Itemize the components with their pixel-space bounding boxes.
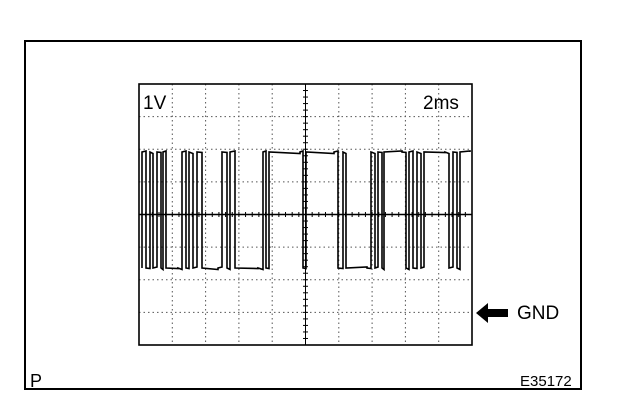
volts-per-div-label: 1V (143, 93, 167, 114)
time-per-div-label: 2ms (423, 93, 459, 114)
figure-frame (24, 40, 582, 390)
signal-waveform (141, 149, 471, 272)
arrow-left-icon (476, 303, 508, 323)
figure-code: E35172 (520, 373, 572, 390)
corner-label: P (30, 371, 43, 391)
ground-label: GND (517, 303, 560, 324)
